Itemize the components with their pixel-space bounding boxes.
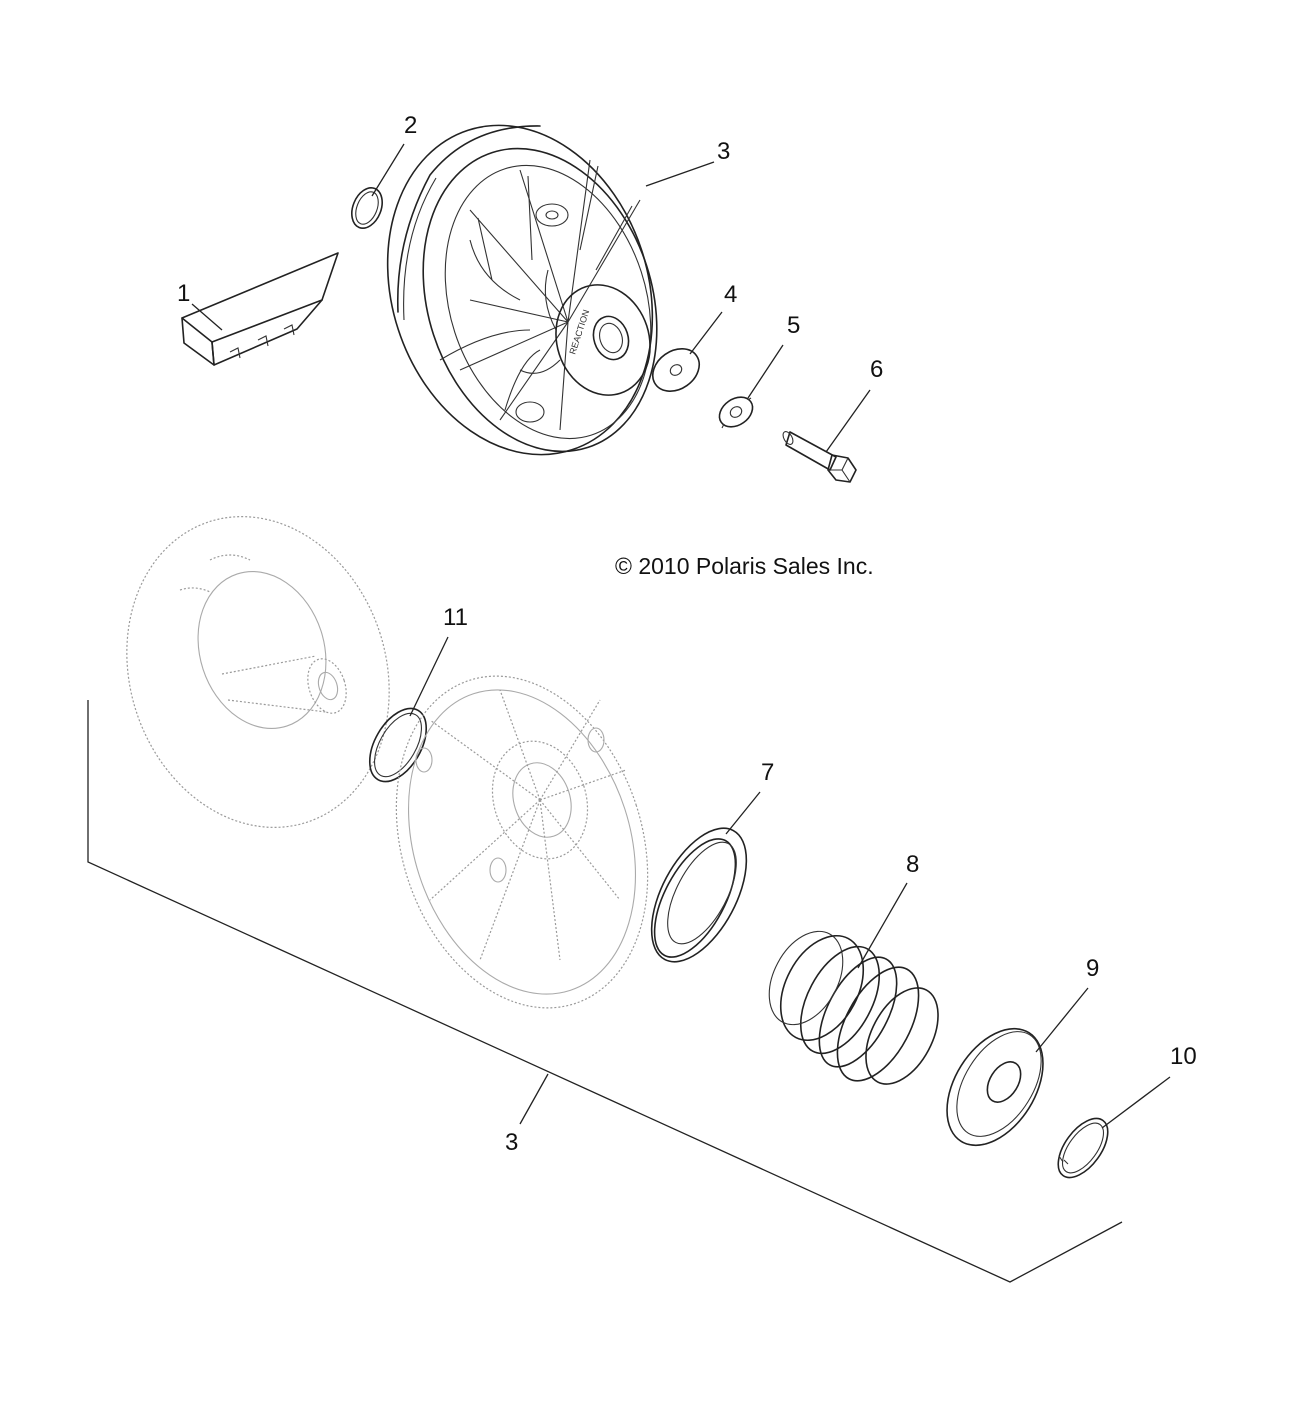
washer-small	[718, 396, 754, 429]
seal	[650, 827, 748, 963]
movable-sheave-ghost	[126, 516, 390, 828]
callout-2: 2	[404, 112, 417, 139]
callout-1: 1	[177, 280, 190, 307]
sheave-ghost	[395, 675, 649, 1009]
copyright-notice: © 2010 Polaris Sales Inc.	[615, 553, 874, 579]
driven-clutch: REACTION	[386, 124, 658, 456]
callout-7: 7	[761, 759, 774, 786]
assembly-bracket	[87, 700, 1123, 1283]
callout-10: 10	[1170, 1043, 1197, 1070]
spring-cup	[946, 1027, 1044, 1147]
snap-ring	[1057, 1117, 1109, 1179]
callout-6: 6	[870, 356, 883, 383]
drive-belt	[181, 252, 339, 366]
spring	[768, 930, 939, 1085]
callout-3-top: 3	[717, 138, 730, 165]
callout-11: 11	[443, 604, 468, 631]
callout-4: 4	[724, 281, 737, 308]
hex-bolt	[782, 431, 857, 483]
washer-large	[652, 348, 700, 392]
callout-9: 9	[1086, 955, 1099, 982]
o-ring-small	[351, 187, 383, 229]
cover-marking: REACTION	[567, 308, 591, 355]
callout-3-bottom: 3	[505, 1129, 518, 1156]
callouts: 2 1 3 4 5 6 11 7 8 9 10 3	[177, 112, 1197, 1156]
callout-5: 5	[787, 312, 800, 339]
callout-8: 8	[906, 851, 919, 878]
o-ring-medium	[368, 707, 428, 783]
leader-lines	[191, 143, 1171, 1129]
